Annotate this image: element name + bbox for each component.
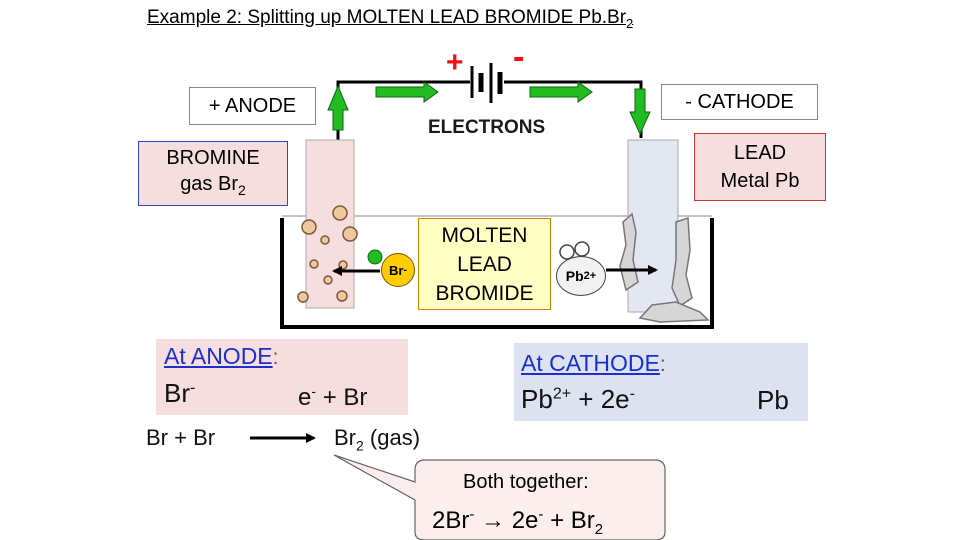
arrow-up-anode [327,84,349,131]
arrow-right-battery [529,81,593,103]
lead-line1: LEAD [733,142,787,164]
page-title: Example 2: Splitting up MOLTEN LEAD BROM… [147,7,634,31]
cathode-label: - CATHODE [661,84,818,120]
battery-icon [470,63,503,103]
cathode-equation-lhs: Pb2+ + 2e- [521,384,635,414]
pb-ion-electron-2 [574,241,590,257]
bromide-ion: Br- [381,253,415,287]
anode-label: + ANODE [189,87,316,125]
bromine-gas-label: BROMINE gas Br2 [138,141,288,206]
bromine-line1: BROMINE [166,146,260,169]
battery-minus-sign: - [513,38,525,76]
molten-lead-bromide-label: MOLTEN LEAD BROMIDE [418,218,551,310]
lead-line2: Metal Pb [720,170,800,192]
bromine-bubbles [297,205,358,303]
cathode-equation-box [514,343,808,421]
electrons-label: ELECTRONS [428,117,546,138]
molten-line1: MOLTEN [441,223,528,247]
anode-equation-lhs: Br- [164,378,196,408]
battery-plus-sign: + [446,46,464,79]
lead-metal-label: LEAD Metal Pb [694,133,826,201]
anode-equation-line2-lhs: Br + Br [146,425,216,450]
together-label: Both together: [463,471,589,493]
bromine-line2: gas Br2 [180,172,246,198]
current-arrows [327,81,651,136]
molten-line3: BROMIDE [435,281,534,305]
br-ion-electron [367,249,383,265]
overall-equation: 2Br- → 2e- + Br2 [432,506,604,538]
arrow-down-cathode [629,88,651,136]
anode-equation-line2-rhs: Br2 (gas) [334,425,421,454]
anode-equation-rhs: e- + Br [298,383,368,411]
cathode-equation-rhs: Pb [757,385,789,415]
cathode-electrode [627,139,679,313]
arrow-right-wire [375,81,439,103]
cathode-equation-heading: At CATHODE: [521,350,666,376]
beaker [280,218,714,329]
anode-equation-heading: At ANODE: [164,343,279,369]
molten-line2: LEAD [457,252,512,276]
anode-equation-box [156,339,408,415]
